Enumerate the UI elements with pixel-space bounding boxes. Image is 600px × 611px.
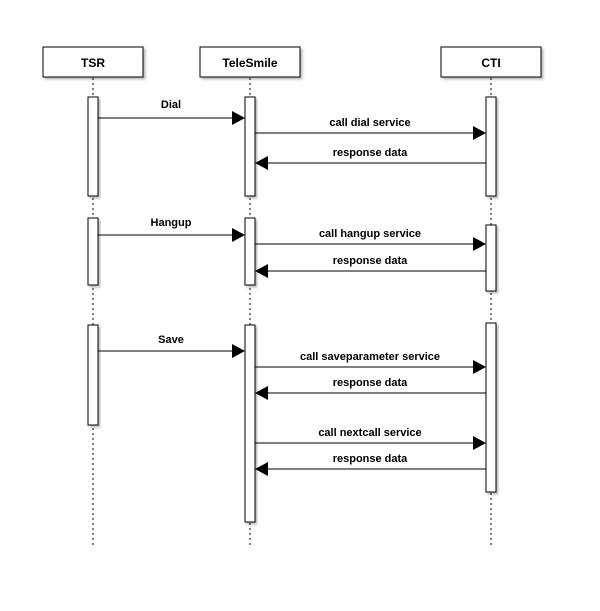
activation-tsr-3 xyxy=(87,324,99,426)
participant-cti-label: CTI xyxy=(481,56,500,70)
arrow-call-hangup-service xyxy=(255,237,486,251)
label-response-3: response data xyxy=(333,377,408,389)
activation-cti-3 xyxy=(485,322,497,493)
activation-telesmile-3 xyxy=(244,324,256,523)
activation-cti-1 xyxy=(485,96,497,197)
arrow-response-3 xyxy=(255,386,486,400)
arrow-response-1 xyxy=(255,156,486,170)
lifelines xyxy=(92,78,492,548)
message-arrows xyxy=(98,111,486,476)
activation-telesmile-1 xyxy=(244,96,256,197)
arrow-call-saveparameter-service xyxy=(255,360,486,374)
participant-tsr: TSR xyxy=(42,46,144,78)
arrow-dial xyxy=(98,111,245,125)
participant-cti: CTI xyxy=(440,46,542,78)
label-call-nextcall-service: call nextcall service xyxy=(318,427,421,439)
label-response-2: response data xyxy=(333,255,408,267)
arrow-hangup xyxy=(98,228,245,242)
activation-cti-2 xyxy=(485,224,497,292)
arrow-response-4 xyxy=(255,462,486,476)
arrow-response-2 xyxy=(255,264,486,278)
arrow-call-nextcall-service xyxy=(255,436,486,450)
label-response-1: response data xyxy=(333,147,408,159)
label-save: Save xyxy=(158,334,184,346)
activation-tsr-1 xyxy=(87,96,99,197)
label-hangup: Hangup xyxy=(151,217,192,229)
activations xyxy=(87,96,497,523)
activation-tsr-2 xyxy=(87,217,99,286)
participant-telesmile: TeleSmile xyxy=(199,46,301,78)
label-call-saveparameter-service: call saveparameter service xyxy=(300,351,440,363)
label-call-hangup-service: call hangup service xyxy=(319,228,421,240)
activation-telesmile-2 xyxy=(244,217,256,286)
label-dial: Dial xyxy=(161,99,181,111)
message-labels: Dial call dial service response data Han… xyxy=(151,99,441,465)
participant-tsr-label: TSR xyxy=(81,56,105,70)
arrow-call-dial-service xyxy=(255,126,486,140)
label-response-4: response data xyxy=(333,453,408,465)
arrow-save xyxy=(98,344,245,358)
participant-telesmile-label: TeleSmile xyxy=(222,56,277,70)
label-call-dial-service: call dial service xyxy=(329,117,410,129)
